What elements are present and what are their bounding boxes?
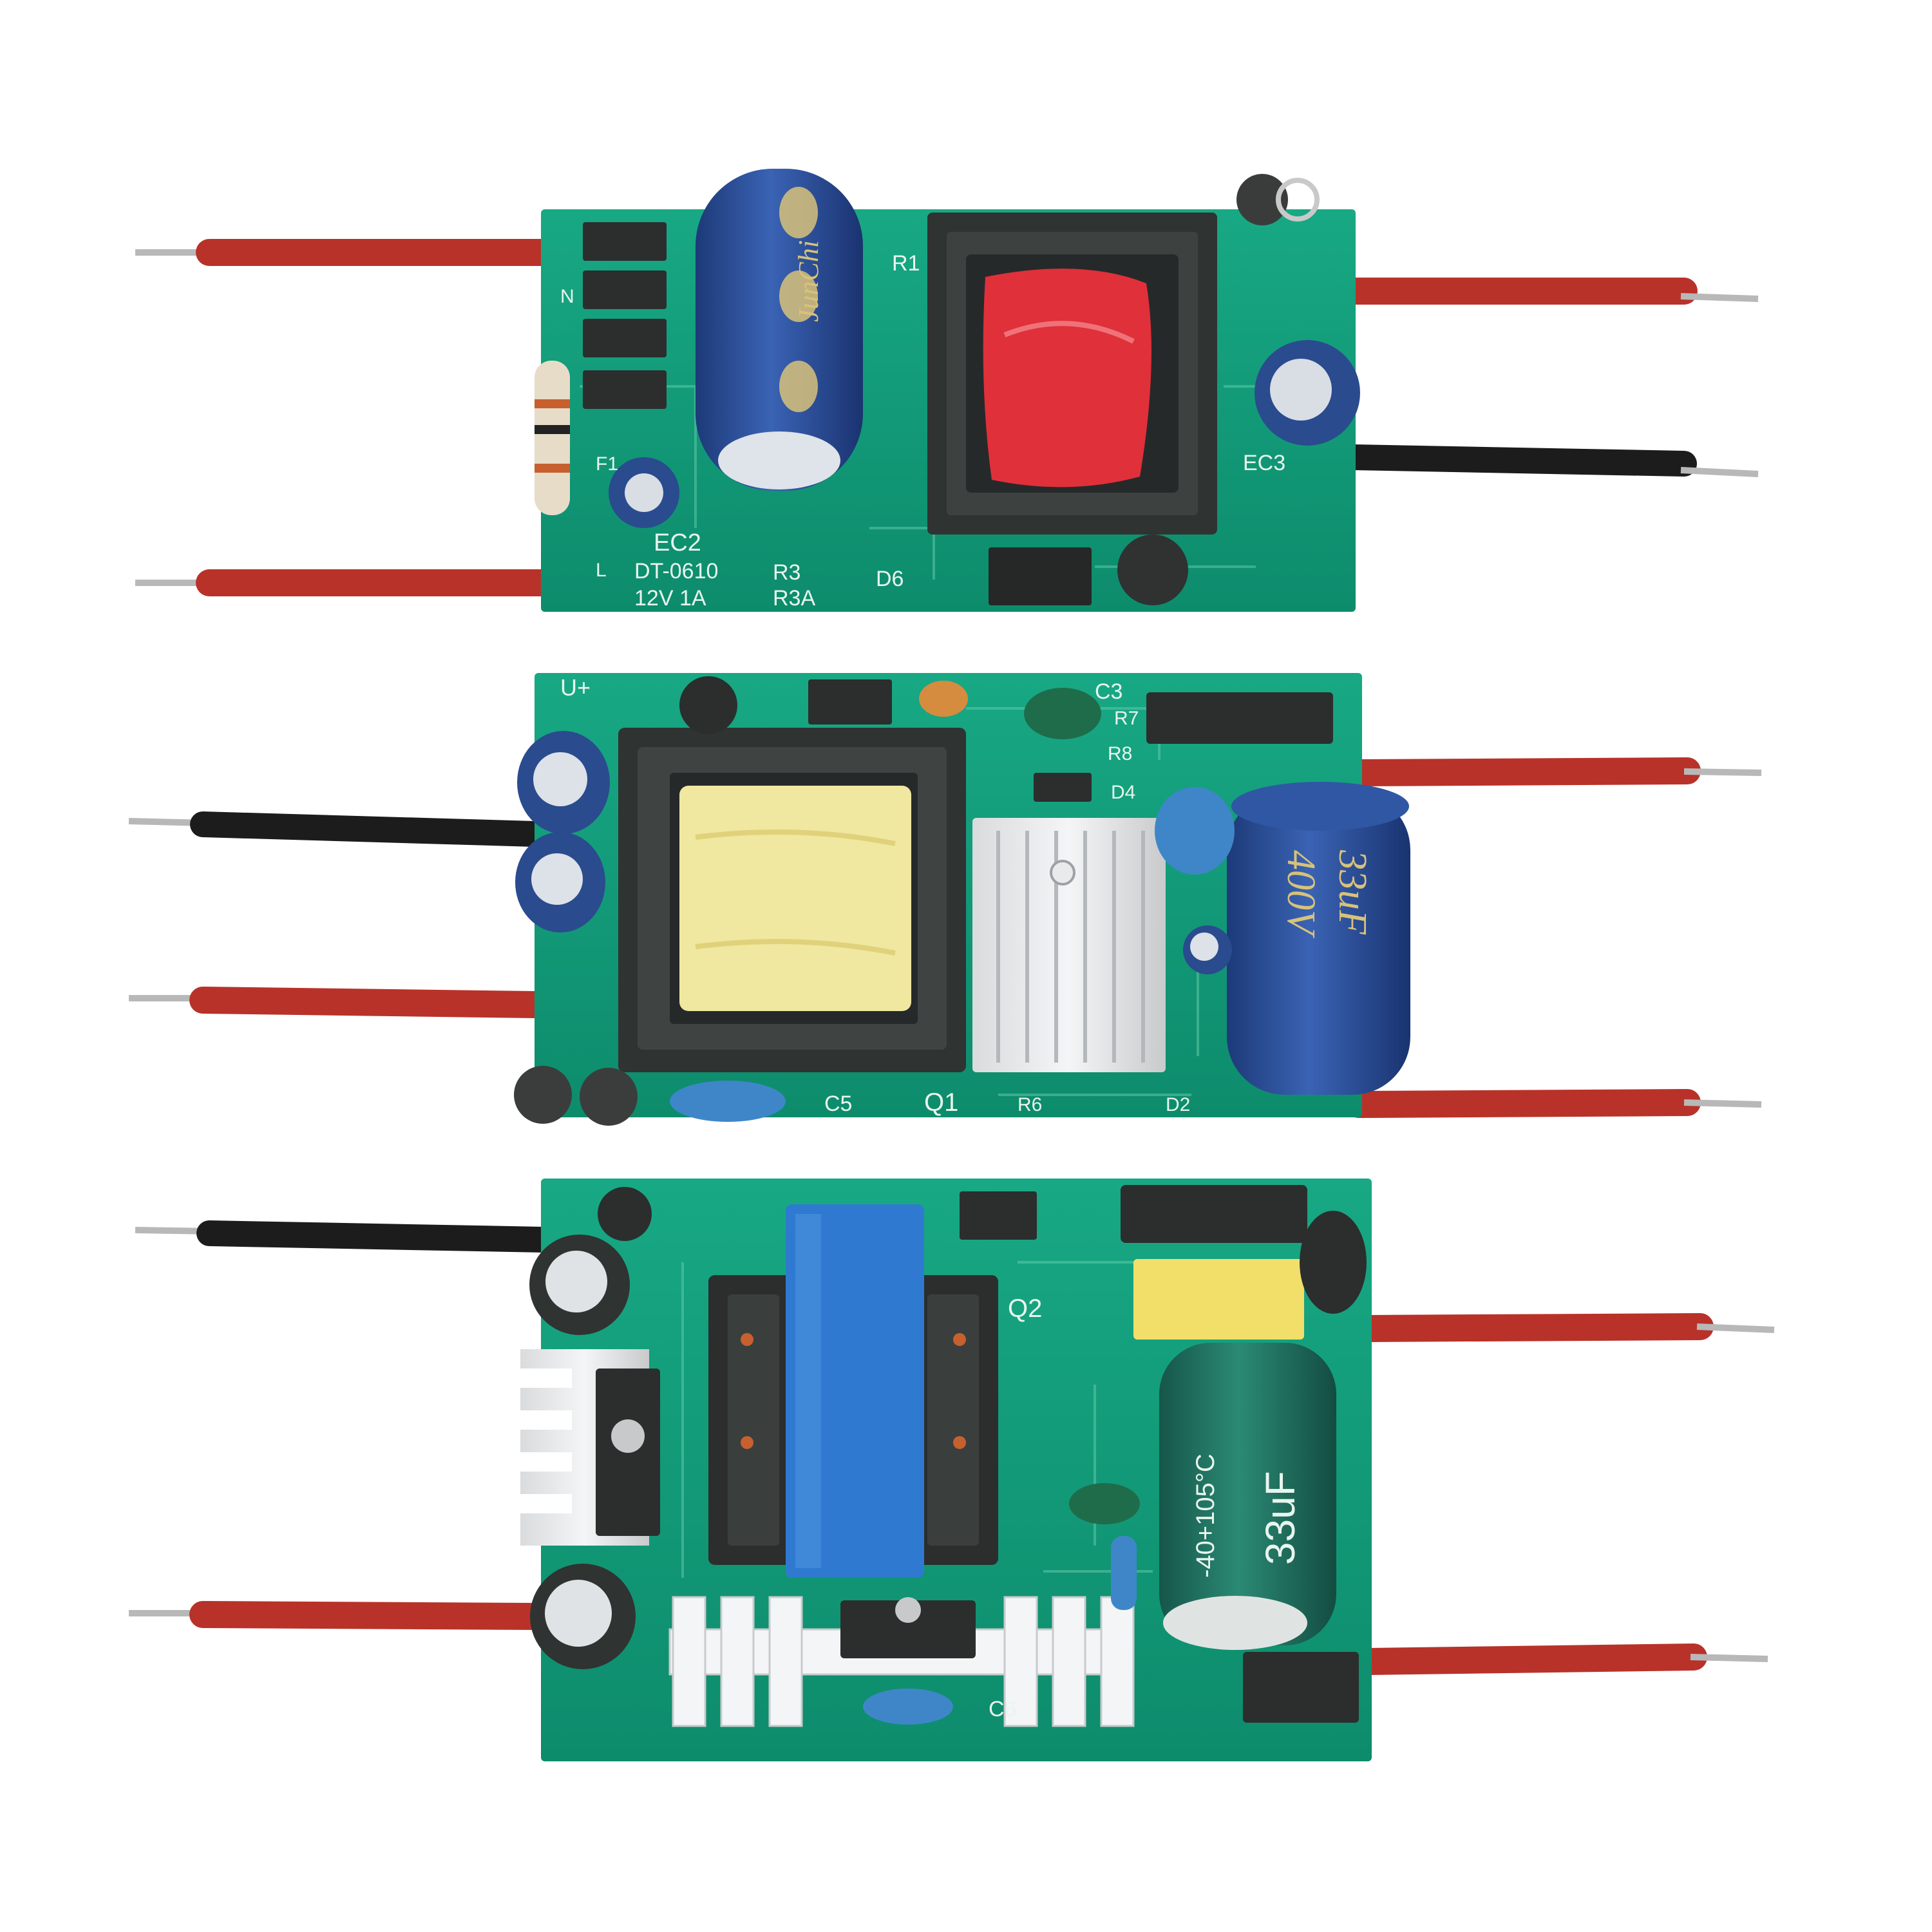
heatsink-board3-bottom — [668, 1596, 1135, 1727]
silk-d6: D6 — [876, 567, 904, 591]
wire-board2-right-bottom — [1345, 1089, 1762, 1118]
y-capacitor-board2 — [670, 1081, 786, 1122]
wire-board3-right-top — [1355, 1313, 1775, 1342]
ntc-board3 — [1300, 1211, 1367, 1314]
small-capacitor-board2-bottom — [515, 832, 605, 933]
silk-vcc: U+ — [560, 674, 591, 701]
fuse-resistor — [535, 361, 570, 515]
small-capacitor-board2-top — [517, 731, 610, 834]
silk-c5: C5 — [824, 1092, 852, 1116]
board-2: 33uF 400V U+ C3 R7 — [128, 673, 1762, 1126]
small-capacitor-ec3 — [1255, 340, 1360, 446]
ic-board1 — [989, 547, 1092, 605]
ic-board3-top — [960, 1191, 1037, 1240]
transformer-board1 — [927, 213, 1217, 535]
board-3: 33uF -40+105°C Q2 C6 — [129, 1179, 1775, 1761]
heatsink-board3-left — [520, 1349, 660, 1546]
wire-board3-left-red — [129, 1601, 551, 1630]
silk-d2: D2 — [1166, 1094, 1190, 1115]
silk-q1: Q1 — [924, 1088, 958, 1117]
silk-n: N — [560, 286, 574, 307]
wire-board2-right-top — [1345, 757, 1762, 786]
cap-board3-capacitance: 33uF — [1257, 1471, 1303, 1565]
wire-board1-out-black — [1340, 444, 1759, 477]
smd-diode-board2 — [1034, 773, 1092, 802]
silk-c3: C3 — [1095, 679, 1122, 704]
silk-r1: R1 — [892, 251, 920, 276]
wire-board2-left-black — [128, 811, 547, 847]
thermistor-left — [514, 1066, 572, 1124]
silk-model: DT-0610 — [634, 559, 718, 583]
resistor-board3 — [1111, 1536, 1137, 1610]
cap-400v-voltage: 400V — [1279, 850, 1323, 938]
transformer-board2 — [618, 728, 966, 1072]
x-capacitor-board2 — [1155, 787, 1235, 875]
transistor-board1 — [1117, 535, 1188, 605]
silk-r7: R7 — [1114, 708, 1139, 729]
bridge-rectifier-board3 — [1121, 1185, 1307, 1243]
silk-c6: C6 — [989, 1697, 1016, 1721]
wire-board2-left-red — [129, 987, 548, 1018]
wire-board1-out-red — [1339, 278, 1759, 305]
x2-capacitor-board3 — [1133, 1259, 1304, 1340]
smd-board3-right — [1243, 1652, 1359, 1723]
silk-r8: R8 — [1108, 743, 1132, 764]
smd-diodes-board1 — [583, 222, 667, 409]
transistor-board3-top — [598, 1187, 652, 1241]
electrolytic-capacitor-board1: JunChi — [696, 169, 863, 491]
capacitor-board3-top — [529, 1235, 630, 1335]
silk-d4: D4 — [1111, 782, 1135, 803]
silk-rating: 12V 1A — [634, 586, 706, 611]
silk-q2: Q2 — [1008, 1294, 1042, 1323]
orange-capacitor-board2 — [919, 681, 968, 717]
capacitor-board3-bottom — [530, 1564, 636, 1669]
silk-r3: R3 — [773, 560, 800, 585]
electrolytic-capacitor-board3: 33uF -40+105°C — [1159, 1343, 1336, 1650]
silk-r3a: R3A — [773, 586, 815, 611]
ntc-thermistor — [1236, 174, 1288, 225]
mosfet-board3 — [840, 1600, 976, 1658]
y-capacitor-board3 — [863, 1689, 953, 1725]
silk-f1: F1 — [596, 453, 618, 475]
cap-400v-capacitance: 33uF — [1331, 849, 1374, 935]
transformer-board3 — [708, 1204, 998, 1578]
loop-lead — [1276, 178, 1320, 222]
silk-l: L — [596, 560, 607, 581]
ceramic-capacitor-board2 — [1024, 688, 1101, 739]
transistor-board2 — [679, 676, 737, 734]
wire-board3-right-bottom — [1355, 1643, 1768, 1675]
silk-ec2: EC2 — [654, 529, 701, 556]
silk-ec3: EC3 — [1243, 451, 1285, 475]
small-cap-right-board2-top — [1190, 933, 1218, 961]
thermistor-right — [580, 1068, 638, 1126]
heatsink-board2 — [972, 818, 1166, 1072]
small-capacitor-ec2 — [609, 457, 679, 528]
electrolytic-capacitor-400v: 33uF 400V — [1227, 782, 1410, 1095]
board-1: JunChi EC2 DT-0610 12V 1A — [135, 169, 1759, 612]
bridge-rectifier-board2 — [1146, 692, 1333, 744]
cap-board3-temp: -40+105°C — [1191, 1454, 1220, 1578]
ceramic-capacitor-board3 — [1069, 1483, 1140, 1524]
wire-board3-left-black — [135, 1220, 557, 1253]
mosfet-screw — [895, 1597, 921, 1623]
ic-board2 — [808, 679, 892, 724]
silk-r6: R6 — [1018, 1094, 1042, 1115]
